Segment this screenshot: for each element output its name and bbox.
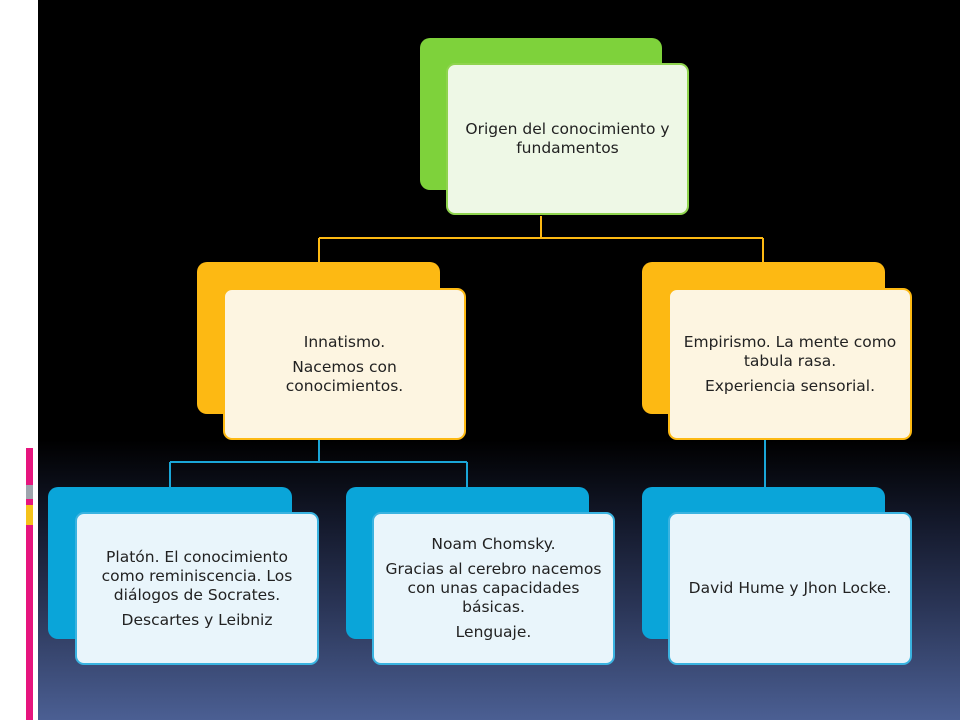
node-innatismo-text: Nacemos con conocimientos. — [285, 357, 404, 395]
accent-bar-magenta — [26, 448, 33, 720]
node-root-card: Origen del conocimiento y fundamentos — [446, 63, 689, 215]
node-platon-card: Platón. El conocimiento como reminiscenc… — [75, 512, 319, 665]
node-empirismo-card: Empirismo. La mente como tabula rasa. Exp… — [668, 288, 912, 440]
connector-innatismo-to-leaves — [169, 440, 468, 487]
node-hume-card: David Hume y Jhon Locke. — [668, 512, 912, 665]
node-innatismo-text: Innatismo. — [303, 332, 386, 351]
corner-decoration — [0, 0, 38, 130]
accent-bar-yellow — [26, 505, 33, 525]
node-root-text: Origen del conocimiento y fundamentos — [465, 120, 670, 157]
node-chomsky-text: Noam Chomsky. — [431, 535, 556, 553]
node-platon-text: Platón. El conocimiento como reminiscenc… — [101, 547, 293, 604]
connector-root-to-level1 — [318, 216, 764, 262]
node-empirismo-text: Empirismo. La mente como tabula rasa. — [683, 332, 897, 370]
node-chomsky-text: Lenguaje. — [455, 623, 532, 641]
node-chomsky-card: Noam Chomsky. Gracias al cerebro nacemos … — [372, 512, 615, 665]
connector-root-stem — [318, 216, 764, 262]
node-innatismo-card: Innatismo. Nacemos con conocimientos. — [223, 288, 466, 440]
node-chomsky-text: Gracias al cerebro nacemos con unas capa… — [385, 560, 602, 616]
connector-innatismo-stem — [169, 440, 468, 487]
node-hume-text: David Hume y Jhon Locke. — [688, 579, 892, 597]
accent-bar-gray — [26, 485, 33, 499]
node-platon-text: Descartes y Leibniz — [121, 610, 273, 629]
node-empirismo-text: Experiencia sensorial. — [704, 376, 876, 395]
